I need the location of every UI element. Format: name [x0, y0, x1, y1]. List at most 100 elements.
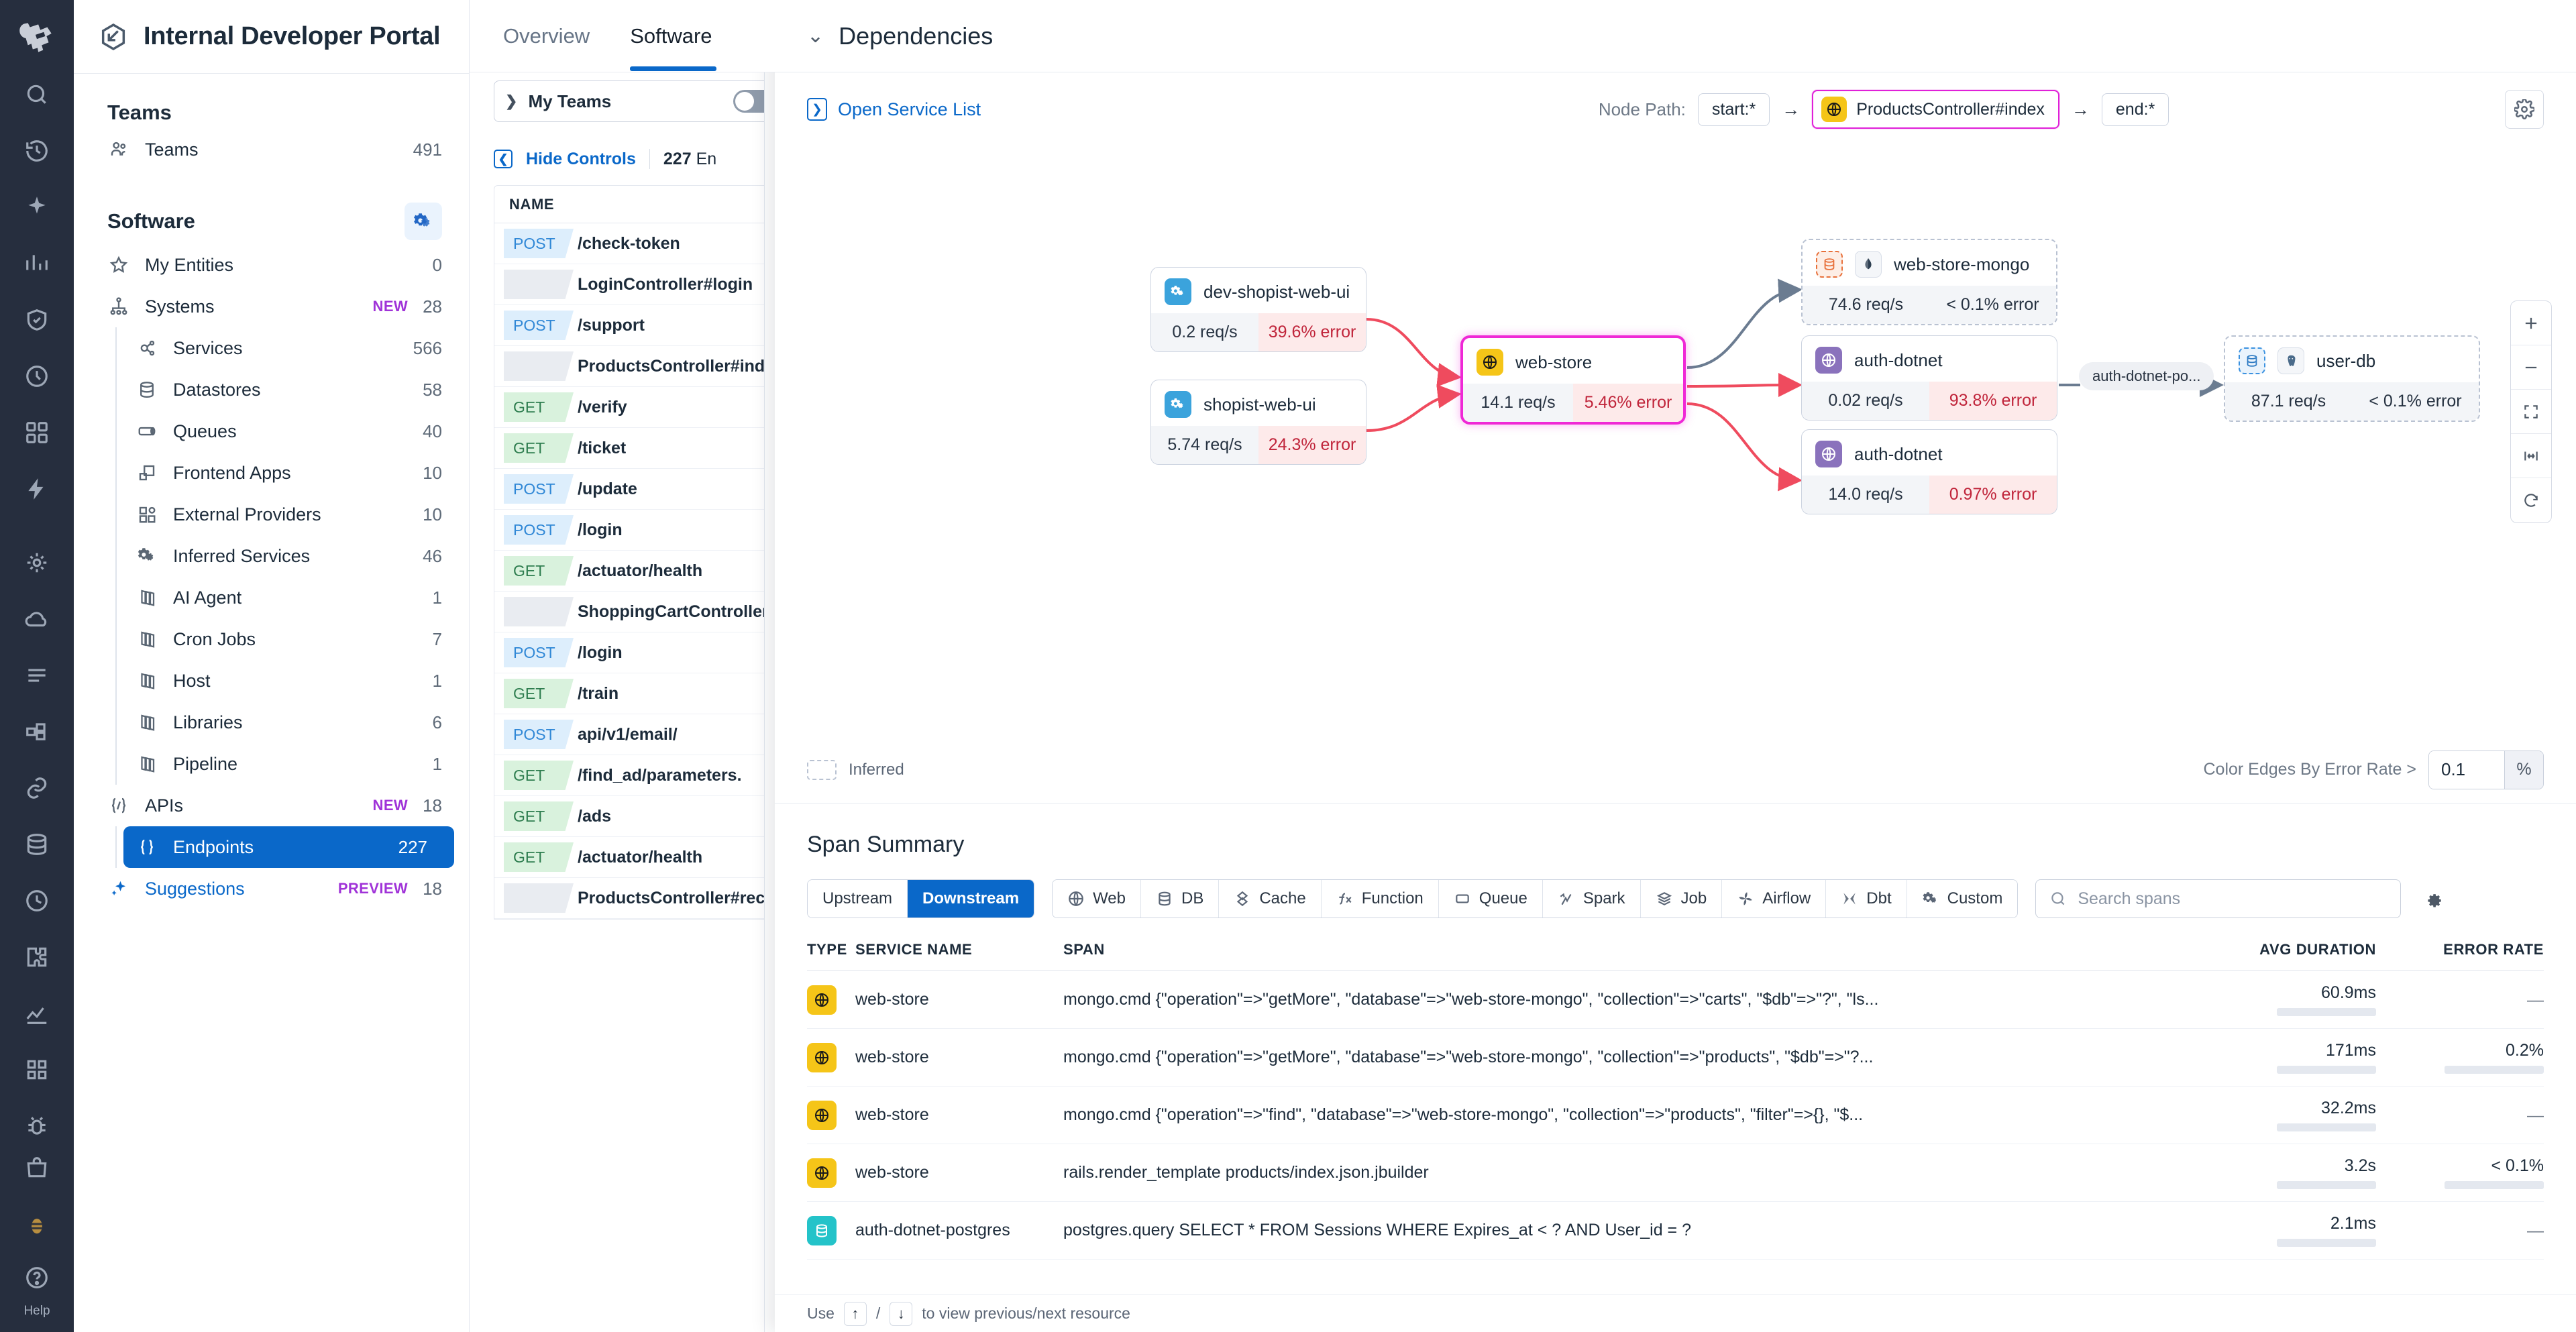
span-search-input[interactable]: Search spans: [2035, 879, 2402, 918]
zoom-in-button[interactable]: [2511, 301, 2551, 345]
endpoint-row[interactable]: GET/actuator/health: [494, 551, 764, 592]
sparkle-icon[interactable]: [12, 182, 62, 232]
question-circle-icon[interactable]: [12, 1253, 62, 1302]
type-filter-db[interactable]: DB: [1141, 880, 1220, 918]
my-teams-toggle[interactable]: [733, 90, 764, 113]
sidebar-item-cron-jobs[interactable]: Cron Jobs 7: [117, 618, 469, 660]
type-filter-airflow[interactable]: Airflow: [1722, 880, 1827, 918]
sidebar-item-endpoints[interactable]: Endpoints 227: [123, 826, 454, 868]
sidebar-item-pipeline[interactable]: Pipeline 1: [117, 743, 469, 785]
endpoint-row[interactable]: POST/check-token: [494, 223, 764, 264]
bolt-icon[interactable]: [12, 464, 62, 514]
cloud-icon[interactable]: [12, 594, 62, 644]
open-service-list-button[interactable]: ❯ Open Service List: [807, 98, 981, 121]
clock-icon[interactable]: [12, 876, 62, 926]
endpoint-row[interactable]: POST/login: [494, 632, 764, 673]
sidebar-item-my-entities[interactable]: My Entities 0: [74, 244, 469, 286]
database-icon[interactable]: [12, 820, 62, 869]
type-filter-custom[interactable]: Custom: [1907, 880, 2018, 918]
type-filter-function[interactable]: Function: [1321, 880, 1439, 918]
endpoint-row[interactable]: POST/update: [494, 469, 764, 510]
endpoint-row[interactable]: GET/ticket: [494, 428, 764, 469]
endpoint-row[interactable]: ShoppingCartController#: [494, 592, 764, 632]
endpoint-row[interactable]: GET/train: [494, 673, 764, 714]
sidebar-item-teams[interactable]: Teams 491: [74, 129, 469, 170]
collapse-button[interactable]: [2511, 434, 2551, 478]
type-filter-cache[interactable]: Cache: [1219, 880, 1322, 918]
network-icon[interactable]: [12, 408, 62, 457]
sidebar-item-queues[interactable]: Queues 40: [117, 410, 469, 452]
sidebar-item-suggestions[interactable]: Suggestions PREVIEW 18: [74, 868, 469, 909]
endpoint-row[interactable]: ProductsController#reco: [494, 878, 764, 919]
endpoint-row[interactable]: POST/support: [494, 305, 764, 346]
node-path-current[interactable]: ProductsController#index: [1812, 90, 2059, 129]
search-icon[interactable]: [12, 70, 62, 119]
sidebar-item-frontend-apps[interactable]: Frontend Apps 10: [117, 452, 469, 494]
type-filter-queue[interactable]: Queue: [1438, 880, 1543, 918]
endpoint-row[interactable]: POST/login: [494, 510, 764, 551]
bag-icon[interactable]: [12, 1143, 62, 1192]
type-filter-web[interactable]: Web: [1053, 880, 1141, 918]
endpoint-row[interactable]: LoginController#login: [494, 264, 764, 305]
containers-icon[interactable]: [12, 707, 62, 757]
my-teams-filter[interactable]: ❯ My Teams: [494, 80, 764, 122]
type-filter-dbt[interactable]: Dbt: [1826, 880, 1907, 918]
grid-icon[interactable]: [12, 1045, 62, 1095]
gear-icon[interactable]: [2418, 889, 2448, 909]
endpoint-row[interactable]: ProductsController#inde: [494, 346, 764, 387]
history-icon[interactable]: [12, 126, 62, 176]
sidebar-item-systems[interactable]: Systems NEW 28: [74, 286, 469, 327]
endpoint-row[interactable]: GET/verify: [494, 387, 764, 428]
sidebar-item-libraries[interactable]: Libraries 6: [117, 702, 469, 743]
tab-downstream[interactable]: Downstream: [908, 880, 1034, 918]
type-filter-job[interactable]: Job: [1640, 880, 1723, 918]
endpoint-row[interactable]: GET/actuator/health: [494, 837, 764, 878]
logs-icon[interactable]: [12, 538, 62, 588]
error-rate-value[interactable]: 0.1: [2429, 751, 2504, 789]
sidebar-item-apis[interactable]: APIs NEW 18: [74, 785, 469, 826]
gear-icon[interactable]: [2505, 90, 2544, 129]
hide-controls-button[interactable]: Hide Controls: [526, 149, 636, 168]
sidebar-item-inferred-services[interactable]: Inferred Services 46: [117, 535, 469, 577]
fit-to-screen-button[interactable]: [2511, 390, 2551, 434]
tab-overview[interactable]: Overview: [503, 23, 590, 48]
datadog-logo[interactable]: [11, 12, 62, 63]
sidebar-item-ai-agent[interactable]: AI Agent 1: [117, 577, 469, 618]
puzzle-icon[interactable]: [12, 932, 62, 982]
bee-icon[interactable]: [12, 1199, 62, 1249]
node-path-end[interactable]: end:*: [2101, 93, 2169, 126]
bug-icon[interactable]: [12, 1101, 62, 1151]
metrics-icon[interactable]: [12, 989, 62, 1038]
apm-icon[interactable]: [12, 351, 62, 401]
gears-icon[interactable]: [405, 203, 442, 240]
chevron-down-icon[interactable]: ⌄: [807, 25, 824, 47]
tab-software[interactable]: Software: [630, 24, 716, 71]
type-filter-spark[interactable]: Spark: [1542, 880, 1641, 918]
reset-button[interactable]: [2511, 478, 2551, 522]
endpoint-row[interactable]: GET/find_ad/parameters.: [494, 755, 764, 796]
sidebar-item-datastores[interactable]: Datastores 58: [117, 369, 469, 410]
endpoint-row[interactable]: GET/ads: [494, 796, 764, 837]
error-rate-input-group[interactable]: 0.1 %: [2428, 750, 2544, 789]
node-path-start[interactable]: start:*: [1697, 93, 1770, 126]
tab-upstream[interactable]: Upstream: [808, 880, 908, 918]
dashboards-icon[interactable]: [12, 239, 62, 288]
panel-collapse-icon[interactable]: ❮: [494, 150, 513, 168]
zoom-out-button[interactable]: [2511, 345, 2551, 390]
sidebar-item-host[interactable]: Host 1: [117, 660, 469, 702]
sidebar-item-services[interactable]: Services 566: [117, 327, 469, 369]
